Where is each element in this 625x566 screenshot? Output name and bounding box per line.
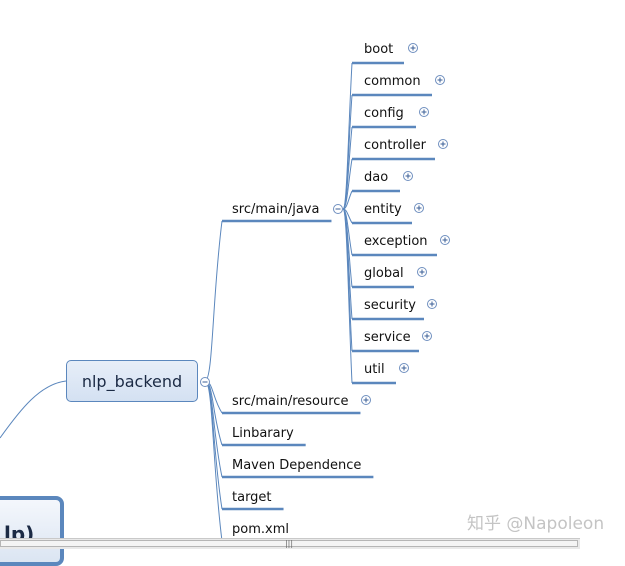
folder-controller[interactable]: controller: [364, 138, 427, 153]
branch-src-main-resource[interactable]: src/main/resource: [232, 394, 349, 409]
folder-entity[interactable]: entity: [364, 202, 402, 217]
folder-service[interactable]: service: [364, 330, 411, 345]
folder-exception[interactable]: exception: [364, 234, 428, 249]
branch-maven-dependence[interactable]: Maven Dependence: [232, 458, 362, 473]
grip-icon: |||: [284, 539, 294, 548]
expand-entity-icon[interactable]: [414, 203, 424, 213]
expand-config-icon[interactable]: [419, 107, 429, 117]
collapse-central-icon[interactable]: [200, 377, 210, 387]
collapse-src-main-java-icon[interactable]: [333, 204, 343, 214]
folder-security[interactable]: security: [364, 298, 416, 313]
expand-global-icon[interactable]: [417, 267, 427, 277]
expand-boot-icon[interactable]: [408, 43, 418, 53]
folder-config[interactable]: config: [364, 106, 404, 121]
folder-common[interactable]: common: [364, 74, 421, 89]
expand-exception-icon[interactable]: [440, 235, 450, 245]
connector-root-central: [0, 380, 67, 439]
expand-util-icon[interactable]: [399, 363, 409, 373]
scrollbar-thumb[interactable]: |||: [0, 539, 578, 548]
root-node[interactable]: lp): [0, 496, 64, 566]
connector-util: [342, 208, 353, 384]
expand-dao-icon[interactable]: [403, 171, 413, 181]
folder-global[interactable]: global: [364, 266, 404, 281]
branch-target[interactable]: target: [232, 490, 272, 505]
branch-linbarary[interactable]: Linbarary: [232, 426, 294, 441]
central-node-nlp-backend[interactable]: nlp_backend: [66, 360, 198, 402]
folder-dao[interactable]: dao: [364, 170, 389, 185]
branch-pom-xml[interactable]: pom.xml: [232, 522, 289, 537]
connector-src-main-java: [204, 220, 223, 382]
folder-boot[interactable]: boot: [364, 42, 394, 57]
expand-src-main-resource-icon[interactable]: [361, 395, 371, 405]
expand-security-icon[interactable]: [427, 299, 437, 309]
folder-util[interactable]: util: [364, 362, 385, 377]
branch-src-main-java[interactable]: src/main/java: [232, 202, 320, 217]
horizontal-scrollbar[interactable]: |||: [0, 538, 580, 549]
expand-common-icon[interactable]: [435, 75, 445, 85]
scrollbar-corner: [580, 538, 625, 548]
expand-controller-icon[interactable]: [438, 139, 448, 149]
central-node-label: nlp_backend: [81, 371, 183, 391]
watermark: 知乎 @Napoleon: [467, 514, 605, 534]
expand-service-icon[interactable]: [422, 331, 432, 341]
